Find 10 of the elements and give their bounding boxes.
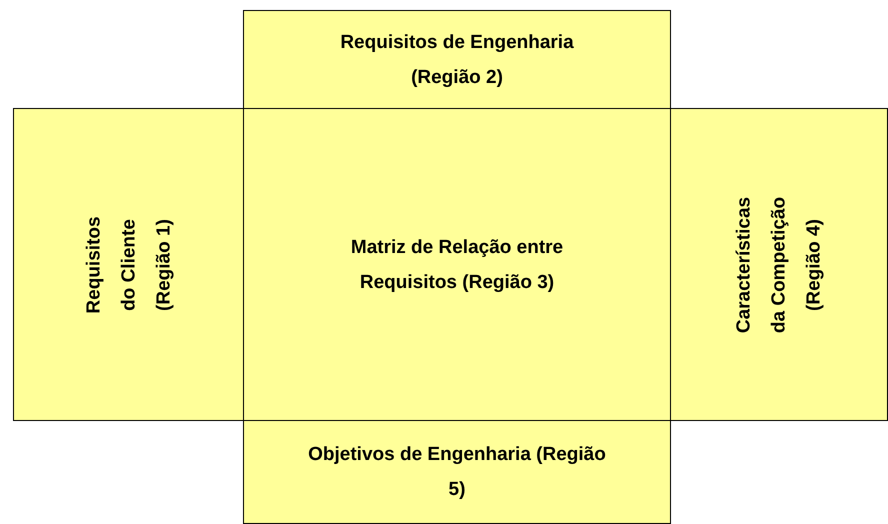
matrix-region [243,108,671,421]
region-label: Objetivos de Engenharia (Região 5) [307,443,607,502]
matrix-region [13,108,244,421]
region-label: Requisitos de Engenharia (Região 2) [339,30,575,90]
matrix-region [243,420,671,524]
matrix-region [243,10,671,109]
region-label: Matriz de Relação entre Requisitos (Região 3) [350,236,564,294]
region-label: Características da Competição (Região 4) [732,195,826,334]
matrix-region [670,108,888,421]
region-label: Requisitos do Cliente (Região 1) [82,214,175,314]
